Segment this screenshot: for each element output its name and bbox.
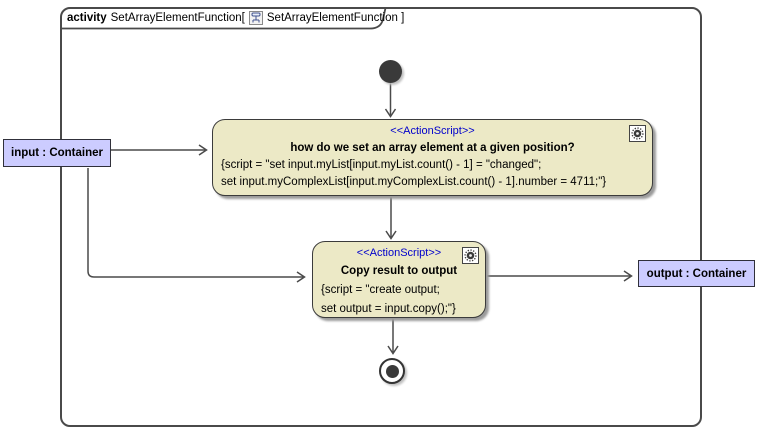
initial-node[interactable] xyxy=(379,60,402,83)
script-line: set input.myComplexList[input.myComplexL… xyxy=(221,176,607,188)
activity-final-inner-dot xyxy=(385,364,399,378)
activity-final-node[interactable] xyxy=(379,358,405,384)
gear-icon xyxy=(462,247,479,264)
frame-diagram-ref: SetArrayElementFunction ] xyxy=(266,12,405,24)
input-parameter-node[interactable]: input : Container xyxy=(3,139,111,167)
output-parameter-node[interactable]: output : Container xyxy=(638,260,755,287)
action-node-set-array-element[interactable]: <<ActionScript>> how do we set an array … xyxy=(212,119,653,196)
frame-keyword: activity xyxy=(67,12,107,24)
stereotype-label: <<ActionScript>> xyxy=(356,247,442,259)
script-line: {script = "create output; xyxy=(321,284,440,296)
input-parameter-label: input : Container xyxy=(11,147,103,159)
output-parameter-label: output : Container xyxy=(646,267,747,280)
action-title: Copy result to output xyxy=(340,265,458,277)
action-title: how do we set an array element at a give… xyxy=(290,142,575,154)
frame-name: SetArrayElementFunction[ xyxy=(110,12,245,24)
action-node-copy-result[interactable]: <<ActionScript>> Copy result to output {… xyxy=(312,241,486,318)
script-line: {script = "set input.myList[input.myList… xyxy=(221,159,542,171)
stereotype-label: <<ActionScript>> xyxy=(390,125,475,137)
gear-icon xyxy=(629,125,646,142)
script-line: set output = input.copy();"} xyxy=(321,303,456,315)
activity-diagram-icon xyxy=(248,11,263,25)
frame-title: activity SetArrayElementFunction[ SetArr… xyxy=(67,10,404,26)
